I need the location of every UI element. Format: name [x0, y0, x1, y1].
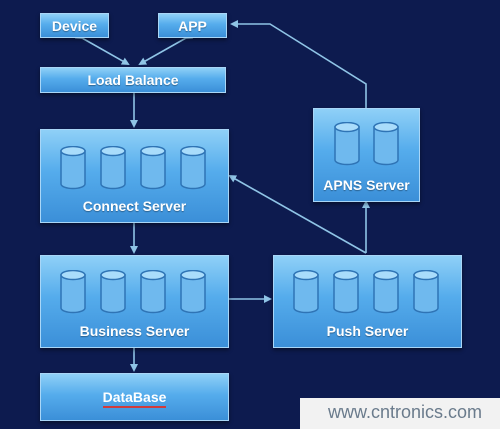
connect-server-node: Connect Server	[40, 129, 229, 223]
database-cylinder-icon	[333, 269, 359, 314]
watermark-background	[300, 398, 500, 429]
database-label-text: DataBase	[102, 389, 167, 408]
watermark-text: www.cntronics.com	[327, 402, 482, 422]
arrow-push-connect	[228, 175, 367, 254]
database-cylinder-icon	[373, 121, 399, 166]
database-cylinder-icon	[140, 269, 166, 314]
arrow-apns-app	[230, 20, 367, 108]
load-balance-node: Load Balance	[40, 67, 226, 93]
push-server-node: Push Server	[273, 255, 462, 348]
device-label: Device	[51, 17, 98, 34]
app-node: APP	[158, 13, 227, 38]
database-cylinder-icon	[293, 269, 319, 314]
connect-server-label: Connect Server	[82, 198, 187, 214]
database-cylinder-icon	[413, 269, 439, 314]
database-cylinder-icon	[60, 145, 86, 190]
app-label: APP	[178, 17, 207, 34]
apns-server-node: APNS Server	[313, 108, 420, 202]
push-server-label: Push Server	[326, 323, 409, 339]
database-cylinder-icon	[373, 269, 399, 314]
database-cylinder-icon	[180, 145, 206, 190]
apns-server-label: APNS Server	[323, 177, 410, 193]
business-server-node: Business Server	[40, 255, 229, 348]
arrow-app-loadbalance	[138, 31, 194, 65]
database-cylinder-icon	[334, 121, 360, 166]
arrow-device-loadbalance	[74, 31, 130, 65]
database-label: DataBase	[41, 389, 228, 408]
business-server-label: Business Server	[79, 323, 190, 339]
database-cylinder-icon	[140, 145, 166, 190]
device-node: Device	[40, 13, 109, 38]
database-node: DataBase	[40, 373, 229, 421]
database-cylinder-icon	[180, 269, 206, 314]
database-cylinder-icon	[100, 145, 126, 190]
load-balance-label: Load Balance	[87, 72, 179, 88]
database-cylinder-icon	[100, 269, 126, 314]
database-cylinder-icon	[60, 269, 86, 314]
